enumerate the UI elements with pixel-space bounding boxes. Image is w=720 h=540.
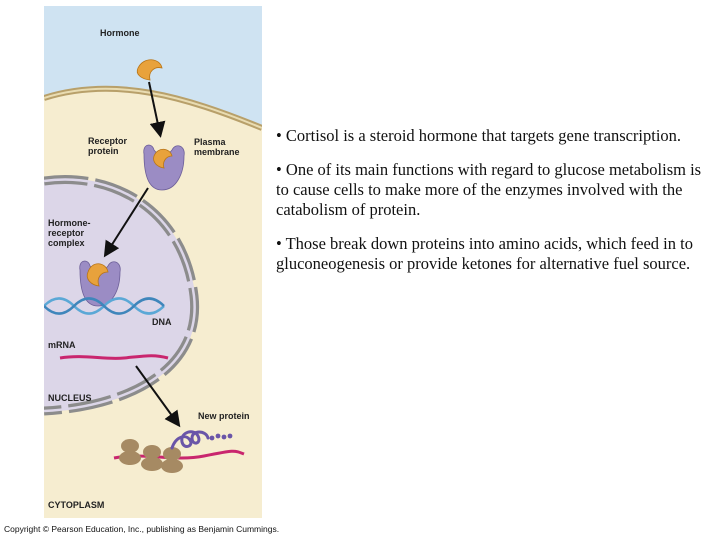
hormone-molecule (136, 59, 163, 81)
amino-acid-bead (209, 435, 215, 441)
amino-acid-bead (227, 433, 233, 439)
label-dna: DNA (152, 317, 172, 327)
amino-acid-bead (215, 433, 221, 439)
bullet-item: • Cortisol is a steroid hormone that tar… (276, 126, 682, 145)
mrna-strand-nucleus (59, 354, 169, 360)
ribosome-top (121, 439, 139, 453)
copyright-notice: Copyright © Pearson Education, Inc., pub… (4, 524, 280, 534)
label-receptor-protein: Receptor protein (88, 136, 128, 156)
arrow-hormone-to-receptor (148, 81, 166, 138)
label-nucleus: NUCLEUS (48, 393, 92, 403)
arrow-mrna-to-ribosome (135, 365, 181, 428)
amino-acid-bead (221, 434, 227, 440)
bullet-list: • Cortisol is a steroid hormone that tar… (276, 126, 706, 288)
label-new-protein: New protein (198, 411, 250, 421)
label-hormone-receptor-complex: Hormone- receptor complex (48, 218, 91, 248)
nucleus-region (44, 179, 195, 411)
label-cytoplasm: CYTOPLASM (48, 500, 105, 510)
ribosomes (119, 439, 183, 473)
plasma-membrane-inner (44, 87, 262, 129)
ribosome-top (163, 447, 181, 461)
label-plasma-membrane: Plasma membrane (194, 137, 240, 157)
steroid-hormone-diagram: Hormone Receptor protein Plasma membrane… (44, 6, 262, 518)
diagram-graphic (44, 6, 262, 518)
complex-hormone (86, 263, 109, 287)
dna-strand-b (44, 297, 165, 315)
bound-hormone (153, 148, 173, 169)
new-protein-chain (170, 430, 210, 450)
label-hormone: Hormone (100, 28, 140, 38)
ribosome-bottom (119, 451, 141, 465)
label-mrna: mRNA (48, 340, 76, 350)
bullet-item: • One of its main functions with regard … (276, 160, 702, 219)
ribosome-top (143, 445, 161, 459)
ribosome-bottom (161, 459, 183, 473)
arrow-receptor-to-complex (103, 187, 149, 258)
ribosome-bottom (141, 457, 163, 471)
nuclear-envelope-gap (44, 178, 196, 413)
bullet-item: • Those break down proteins into amino a… (276, 234, 693, 273)
